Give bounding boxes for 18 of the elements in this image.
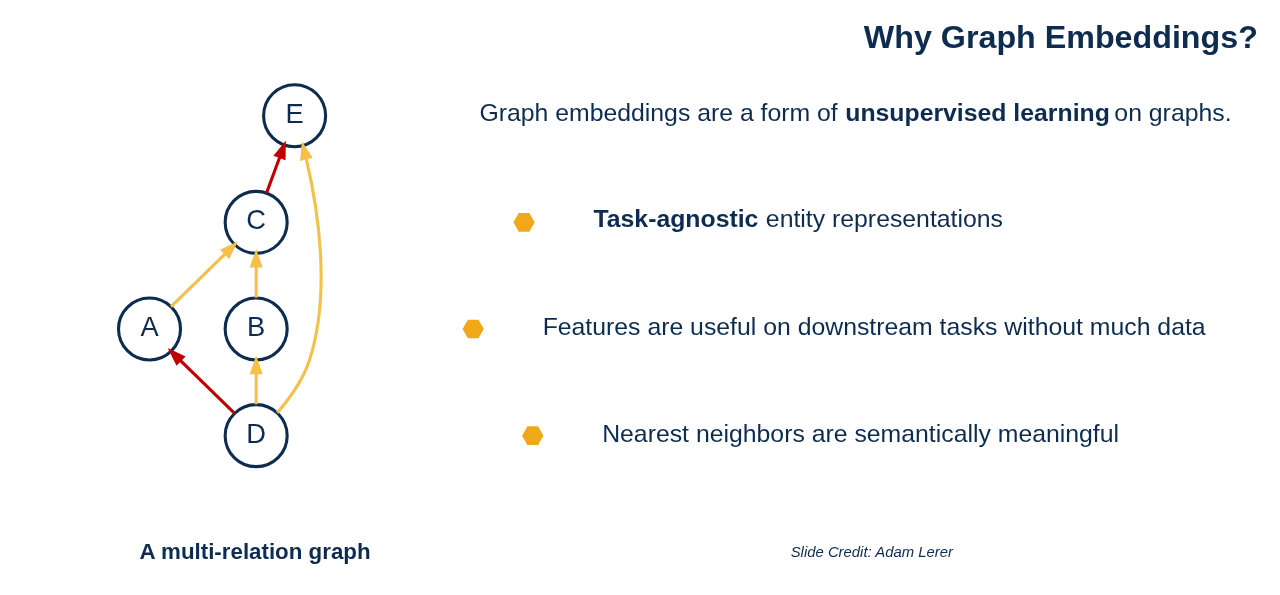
label: Slide Credit: Adam Lerer [790,543,954,560]
label: Task-agnostic entity representations [593,204,1003,232]
label: Graph embeddings are a form of unsupervised learning on graphs. [479,98,1232,126]
arrow [276,140,323,414]
node-circle: C [223,189,289,255]
label: Nearest neighbors are semantically meaningful [602,419,1120,447]
arrow [265,140,286,193]
label: Features are useful on downstream tasks without much data [542,312,1206,340]
arrow [249,355,263,404]
node-circle: E [262,82,328,148]
arrow [170,240,238,308]
arrow [249,248,263,298]
node-circle: B [223,295,289,362]
node-circle: A [116,295,183,362]
diagram-title: Why Graph Embeddings? [863,18,1258,55]
node-circle: D [223,402,289,468]
label: A multi-relation graph [139,538,371,564]
arrow [167,347,236,414]
